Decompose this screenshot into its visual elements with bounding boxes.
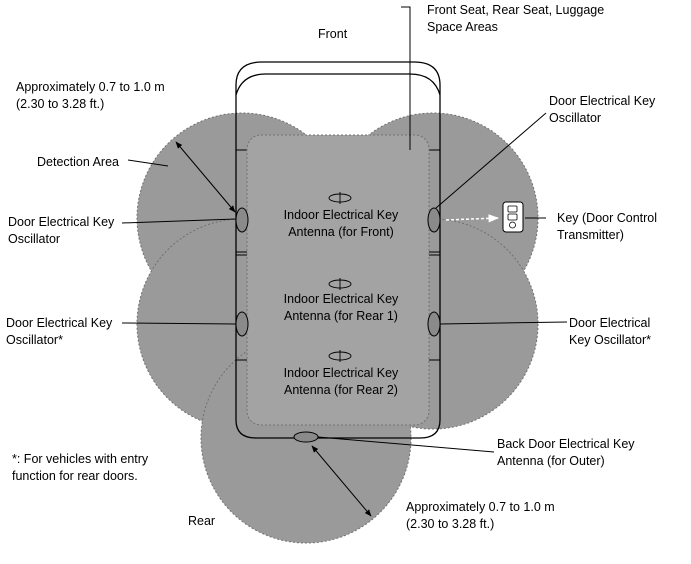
antenna-icon-rear1 [328, 278, 352, 290]
label-ant-rear1-2: Antenna (for Rear 1) [284, 309, 398, 323]
key-fob-icon [502, 201, 524, 233]
oscillator-left-rear [235, 311, 249, 337]
indoor-antennas [328, 192, 352, 362]
label-ant-rear2-2: Antenna (for Rear 2) [284, 383, 398, 397]
label-note-1: *: For vehicles with entry [12, 452, 149, 466]
antenna-icon-rear2 [328, 350, 352, 362]
key-signal-arrow [445, 214, 500, 223]
label-detection-area: Detection Area [37, 155, 119, 169]
label-ant-front-2: Antenna (for Front) [288, 225, 394, 239]
label-ant-rear1-1: Indoor Electrical Key [284, 292, 399, 306]
label-osc-left-front-1: Door Electrical Key [8, 215, 115, 229]
label-osc-right-rear-2: Key Oscillator* [569, 333, 651, 347]
label-key-1: Key (Door Control [557, 211, 657, 225]
label-note-2: function for rear doors. [12, 469, 138, 483]
label-approx-bottom-1: Approximately 0.7 to 1.0 m [406, 500, 555, 514]
vehicle-roof-line [235, 73, 441, 96]
vehicle-body [235, 61, 441, 439]
label-front: Front [318, 27, 348, 41]
label-back-door-2: Antenna (for Outer) [497, 454, 605, 468]
label-seat-areas-1: Front Seat, Rear Seat, Luggage [427, 3, 604, 17]
label-back-door-1: Back Door Electrical Key [497, 437, 635, 451]
label-approx-top-1: Approximately 0.7 to 1.0 m [16, 80, 165, 94]
label-osc-right-front-1: Door Electrical Key [549, 94, 656, 108]
door-oscillators [235, 207, 441, 443]
label-ant-rear2-1: Indoor Electrical Key [284, 366, 399, 380]
label-ant-front-1: Indoor Electrical Key [284, 208, 399, 222]
label-osc-left-rear-1: Door Electrical Key [6, 316, 113, 330]
label-approx-bottom-2: (2.30 to 3.28 ft.) [406, 517, 494, 531]
label-key-2: Transmitter) [557, 228, 624, 242]
label-osc-right-front-2: Oscillator [549, 111, 601, 125]
label-osc-left-rear-2: Oscillator* [6, 333, 63, 347]
oscillator-left-front [235, 207, 249, 233]
oscillator-right-front [427, 207, 441, 233]
oscillator-right-rear [427, 311, 441, 337]
antenna-icon-front [328, 192, 352, 204]
label-rear: Rear [188, 514, 215, 528]
label-seat-areas-2: Space Areas [427, 20, 498, 34]
label-osc-right-rear-1: Door Electrical [569, 316, 650, 330]
label-osc-left-front-2: Oscillator [8, 232, 60, 246]
leader-lines [121, 6, 568, 517]
labels: Front Rear Front Seat, Rear Seat, Luggag… [6, 3, 657, 531]
label-approx-top-2: (2.30 to 3.28 ft.) [16, 97, 104, 111]
back-door-antenna [293, 431, 319, 443]
